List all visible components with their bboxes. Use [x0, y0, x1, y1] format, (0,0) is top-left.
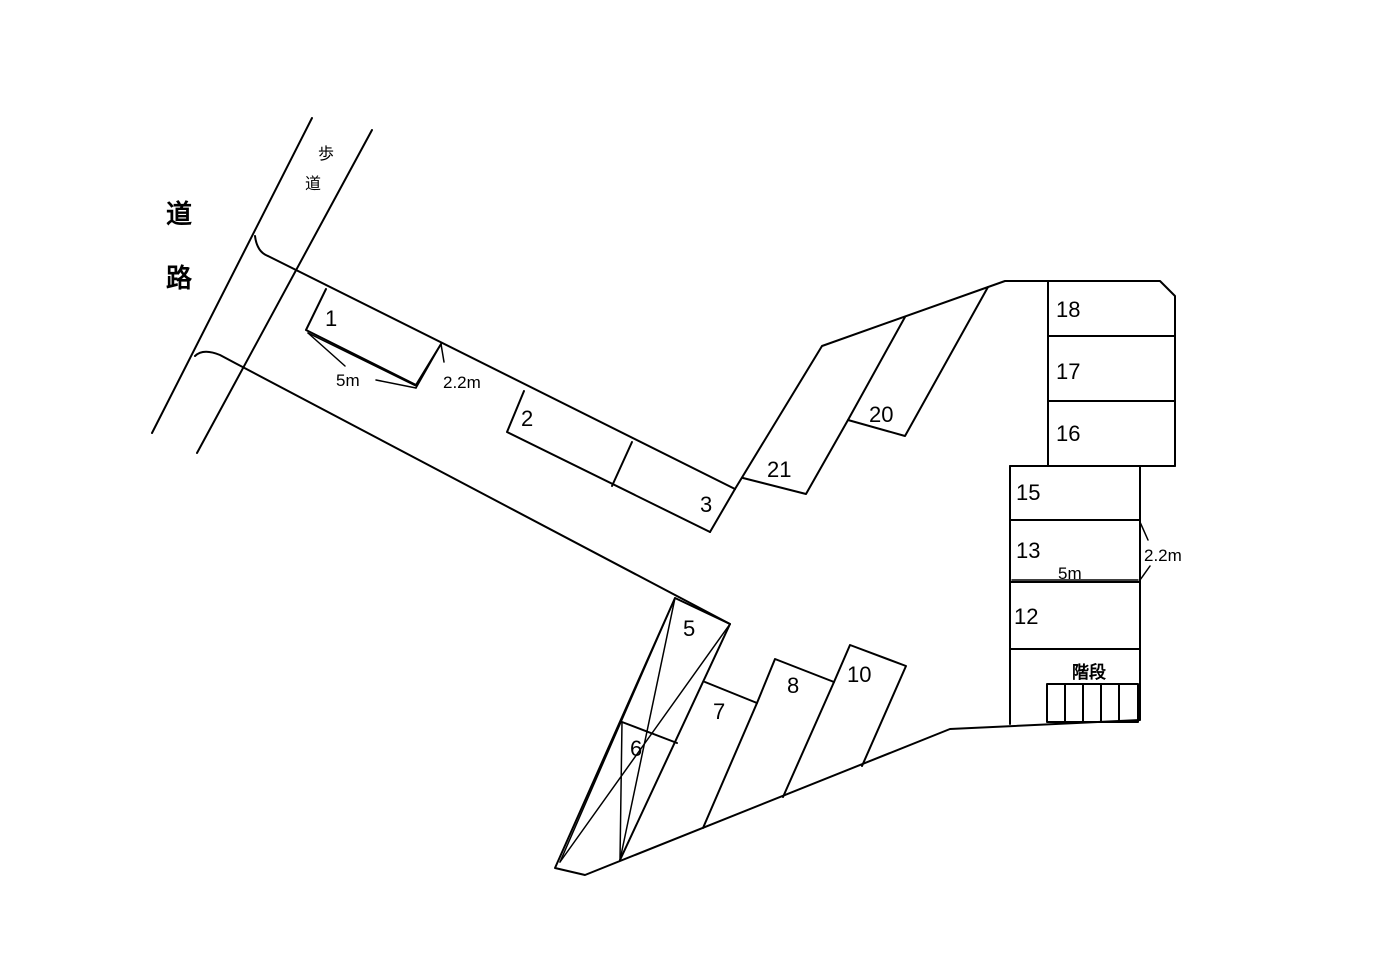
- dimension-length-upper: 5m: [336, 371, 360, 390]
- dimension-line: [415, 343, 442, 389]
- dimension-line: [440, 343, 445, 363]
- upper-right-boundary: [734, 280, 1176, 490]
- dimension-width-upper: 2.2m: [443, 373, 481, 392]
- dimension-line: [1139, 565, 1151, 581]
- road-label-char1: 道: [166, 199, 192, 230]
- space-1-outline: [305, 288, 442, 386]
- road-edge-line: [151, 117, 313, 434]
- space-20-divider: [847, 316, 906, 421]
- space-17-label: 17: [1056, 359, 1080, 384]
- space-20-label: 20: [869, 402, 893, 427]
- dimension-line: [307, 332, 346, 367]
- space-6-cross-line: [559, 623, 731, 863]
- space-6-cross-line: [619, 721, 623, 861]
- space-10-label: 10: [847, 662, 871, 687]
- dimension-line: [1139, 521, 1149, 541]
- dimension-line: [375, 379, 417, 389]
- stairs-icon: [1046, 683, 1139, 723]
- entrance-lane-top-edge: [254, 235, 736, 490]
- dimension-length-right: 5m: [1058, 564, 1082, 583]
- space-6-label: 6: [630, 736, 642, 761]
- space-7-8-divider: [702, 702, 758, 829]
- dimension-width-right: 2.2m: [1144, 546, 1182, 565]
- space-15-label: 15: [1016, 480, 1040, 505]
- space-3-label: 3: [700, 492, 712, 517]
- stairs-label: 階段: [1072, 662, 1106, 683]
- space-5-label: 5: [683, 616, 695, 641]
- space-7-label: 7: [713, 699, 725, 724]
- space-8-label: 8: [787, 673, 799, 698]
- dimension-line: [307, 332, 417, 387]
- space-12-label: 12: [1014, 604, 1038, 629]
- space-18-label: 18: [1056, 297, 1080, 322]
- sidewalk-label-char1: 歩: [318, 144, 334, 163]
- space-2-3-divider: [611, 441, 633, 487]
- space-2-label: 2: [521, 406, 533, 431]
- upper-lot-boundary: [709, 488, 736, 533]
- entrance-lane-bottom-edge: [194, 350, 731, 625]
- space-2-outline: [506, 390, 711, 533]
- space-6-cross-line: [619, 597, 676, 861]
- sidewalk-label-char2: 道: [305, 174, 321, 193]
- space-13-label: 13: [1016, 538, 1040, 563]
- space-6-divider: [621, 721, 678, 744]
- space-8-10-divider: [782, 681, 835, 798]
- space-1-label: 1: [325, 306, 337, 331]
- space-21-label: 21: [767, 457, 791, 482]
- sidewalk-edge-line: [196, 129, 373, 454]
- space-6-cross-line: [559, 597, 676, 863]
- space-16-label: 16: [1056, 421, 1080, 446]
- road-label-char2: 路: [166, 263, 193, 294]
